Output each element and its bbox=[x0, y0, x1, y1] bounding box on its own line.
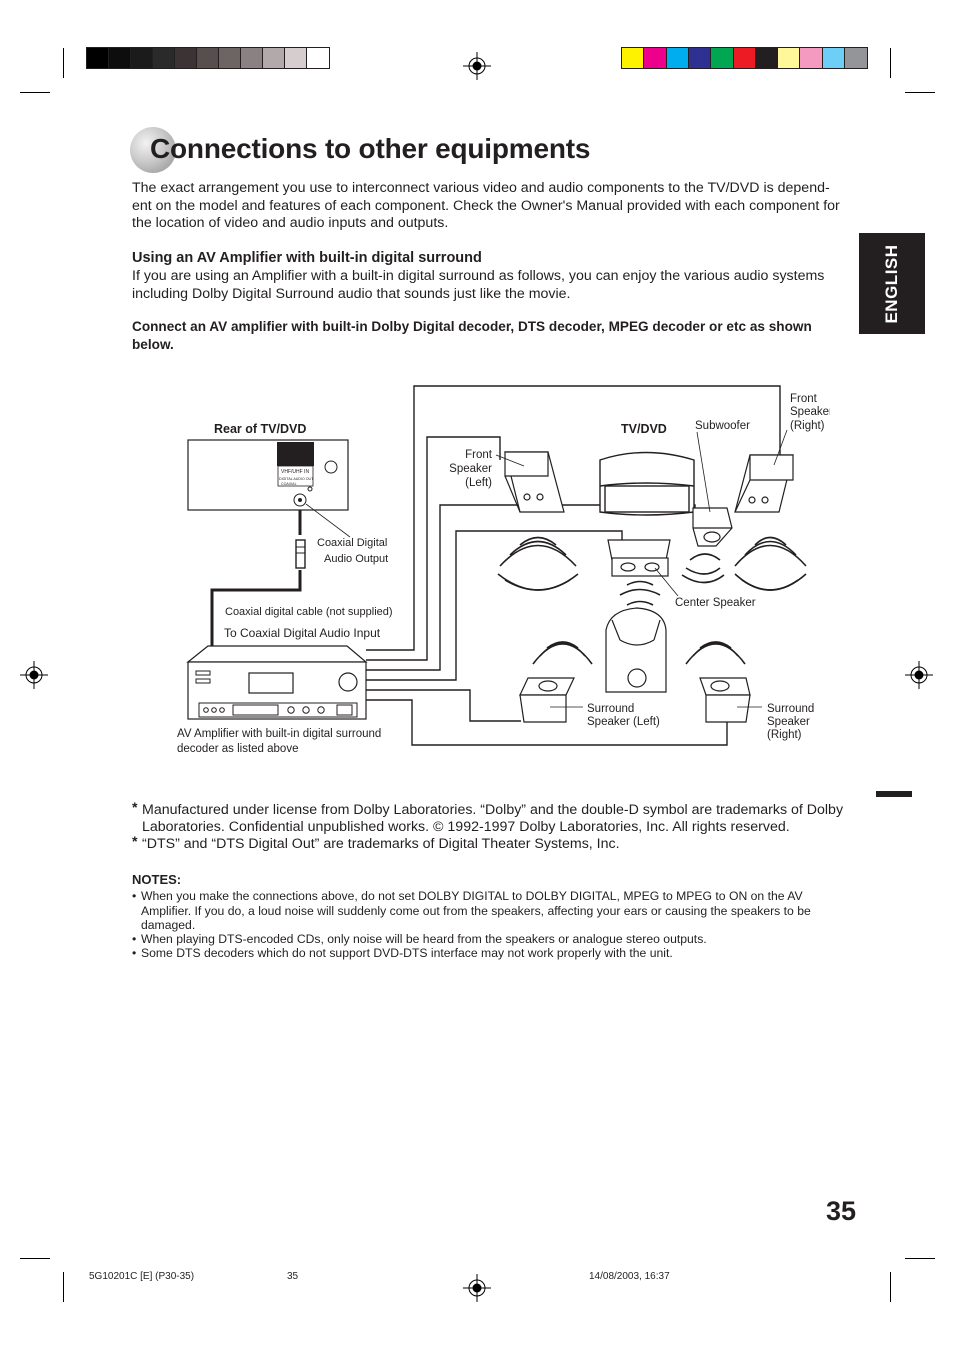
language-tab-label: ENGLISH bbox=[882, 243, 901, 324]
front-right-label: (Right) bbox=[790, 420, 825, 432]
page-title: Connections to other equipments bbox=[150, 133, 591, 164]
language-tab: ENGLISH bbox=[859, 233, 925, 334]
amplifier-label: decoder as listed above bbox=[177, 743, 298, 755]
panel-label: VHF/UHF IN bbox=[281, 469, 309, 475]
center-speaker-label: Center Speaker bbox=[675, 597, 756, 609]
surround-left-label: Speaker (Left) bbox=[587, 716, 660, 728]
section-body: If you are using an Amplifier with a bui… bbox=[132, 268, 825, 302]
surround-right-label: Surround bbox=[767, 703, 814, 715]
note-text: When you make the connections above, do … bbox=[141, 889, 811, 933]
coaxial-output-label: Audio Output bbox=[324, 553, 388, 565]
cable-label: Coaxial digital cable (not supplied) bbox=[225, 606, 393, 618]
connection-instruction: Connect an AV amplifier with built-in Do… bbox=[132, 319, 812, 352]
color-swatch bbox=[86, 47, 110, 69]
bullet-icon: • bbox=[132, 946, 137, 960]
connection-diagram: VHF/UHF IN DIGITAL AUDIO OUT COAXIAL bbox=[177, 385, 830, 755]
color-swatch bbox=[262, 47, 286, 69]
notes-heading: NOTES: bbox=[132, 872, 182, 887]
title-bullet-icon bbox=[130, 127, 176, 173]
amplifier-label: AV Amplifier with built-in digital surro… bbox=[177, 728, 381, 740]
color-swatch bbox=[665, 47, 690, 69]
color-swatch bbox=[710, 47, 735, 69]
color-swatch bbox=[799, 47, 824, 69]
color-swatch bbox=[620, 47, 646, 69]
intro-paragraph: The exact arrangement you use to interco… bbox=[132, 180, 840, 232]
bullet-icon: • bbox=[132, 889, 137, 903]
subwoofer-label: Subwoofer bbox=[695, 420, 750, 432]
page-marker-bar bbox=[876, 791, 912, 797]
footnote-text: “DTS” and “DTS Digital Out” are trademar… bbox=[142, 836, 620, 852]
footnote-text: Manufactured under license from Dolby La… bbox=[142, 802, 844, 835]
panel-label: COAXIAL bbox=[281, 482, 297, 486]
color-swatch bbox=[687, 47, 713, 69]
color-swatch bbox=[130, 47, 154, 69]
crop-mark bbox=[890, 48, 891, 78]
front-left-label: Speaker bbox=[449, 463, 492, 475]
color-swatch bbox=[777, 47, 802, 69]
crop-mark bbox=[63, 48, 64, 78]
color-swatch bbox=[643, 47, 668, 69]
surround-left-label: Surround bbox=[587, 703, 634, 715]
footer-date: 14/08/2003, 16:37 bbox=[589, 1271, 670, 1282]
note-text: When playing DTS-encoded CDs, only noise… bbox=[141, 932, 707, 946]
footer-file-code: 5G10201C [E] (P30-35) bbox=[89, 1271, 195, 1282]
color-swatch bbox=[284, 47, 308, 69]
front-right-label: Speaker bbox=[790, 406, 830, 418]
bullet-icon: • bbox=[132, 932, 137, 946]
input-label: To Coaxial Digital Audio Input bbox=[224, 626, 381, 640]
note-text: Some DTS decoders which do not support D… bbox=[141, 946, 673, 960]
color-swatch bbox=[196, 47, 220, 69]
color-swatch bbox=[152, 47, 176, 69]
surround-right-label: (Right) bbox=[767, 729, 802, 741]
color-swatch bbox=[108, 47, 132, 69]
coaxial-output-label: Coaxial Digital bbox=[317, 537, 387, 549]
color-swatch bbox=[306, 47, 330, 69]
front-right-label: Front bbox=[790, 393, 818, 405]
registration-mark-icon bbox=[20, 661, 48, 689]
color-swatch bbox=[821, 47, 846, 69]
tv-dvd-label: TV/DVD bbox=[621, 422, 667, 436]
crop-mark bbox=[890, 1272, 891, 1302]
footer-page: 35 bbox=[287, 1271, 299, 1282]
crop-mark bbox=[63, 1272, 64, 1302]
crop-mark bbox=[905, 92, 935, 93]
color-swatch bbox=[754, 47, 780, 69]
crop-mark bbox=[20, 92, 50, 93]
color-swatch bbox=[218, 47, 242, 69]
color-swatch bbox=[732, 47, 757, 69]
section-heading: Using an AV Amplifier with built-in digi… bbox=[132, 250, 482, 266]
footnote-marker: * bbox=[132, 834, 138, 850]
rear-of-tv-dvd-label: Rear of TV/DVD bbox=[214, 422, 306, 436]
color-swatch bbox=[174, 47, 198, 69]
registration-mark-icon bbox=[905, 661, 933, 689]
page-number: 35 bbox=[826, 1196, 857, 1226]
registration-mark-icon bbox=[463, 1274, 491, 1302]
surround-right-label: Speaker bbox=[767, 716, 810, 728]
color-swatch bbox=[843, 47, 869, 69]
color-swatch bbox=[240, 47, 264, 69]
front-left-label: (Left) bbox=[465, 477, 492, 489]
footnote-marker: * bbox=[132, 800, 138, 816]
registration-mark-icon bbox=[463, 52, 491, 80]
crop-mark bbox=[905, 1258, 935, 1259]
front-left-label: Front bbox=[465, 449, 493, 461]
crop-mark bbox=[20, 1258, 50, 1259]
panel-label: DIGITAL AUDIO OUT bbox=[279, 477, 314, 481]
